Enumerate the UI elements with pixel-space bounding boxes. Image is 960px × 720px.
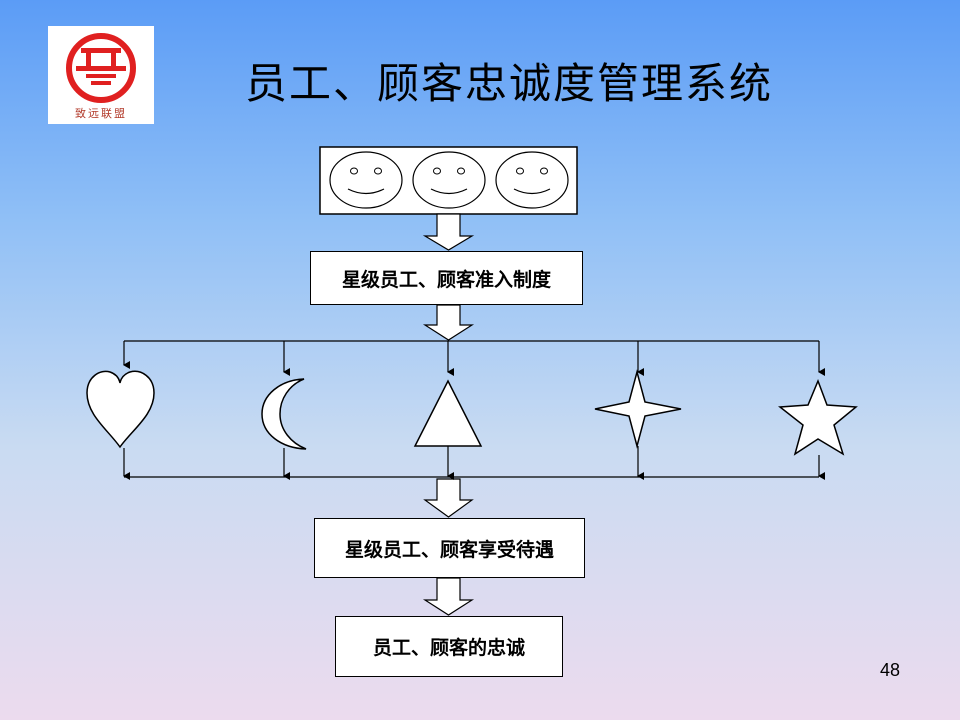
five-point-star-icon (778, 378, 858, 456)
benefits-box: 星级员工、顾客享受待遇 (314, 518, 585, 578)
logo-emblem-icon (66, 33, 136, 103)
triangle-icon (413, 379, 483, 447)
smiley-face-icon (412, 151, 486, 209)
block-arrow-3 (423, 478, 474, 518)
smiley-face-icon (329, 151, 403, 209)
logo-text: 致远联盟 (75, 107, 127, 120)
block-arrow-4 (422, 577, 475, 616)
loyalty-box: 员工、顾客的忠诚 (335, 616, 563, 677)
four-point-star-icon (594, 369, 682, 449)
logo: 致远联盟 (48, 26, 154, 124)
heart-icon (86, 370, 155, 449)
page-title: 员工、顾客忠诚度管理系统 (245, 59, 774, 108)
block-arrow-1 (422, 213, 475, 251)
block-arrow-2 (422, 304, 475, 341)
smiley-face-icon (495, 151, 569, 209)
crescent-moon-icon (261, 378, 307, 450)
page-number: 48 (880, 660, 901, 680)
admission-box: 星级员工、顾客准入制度 (310, 251, 583, 305)
